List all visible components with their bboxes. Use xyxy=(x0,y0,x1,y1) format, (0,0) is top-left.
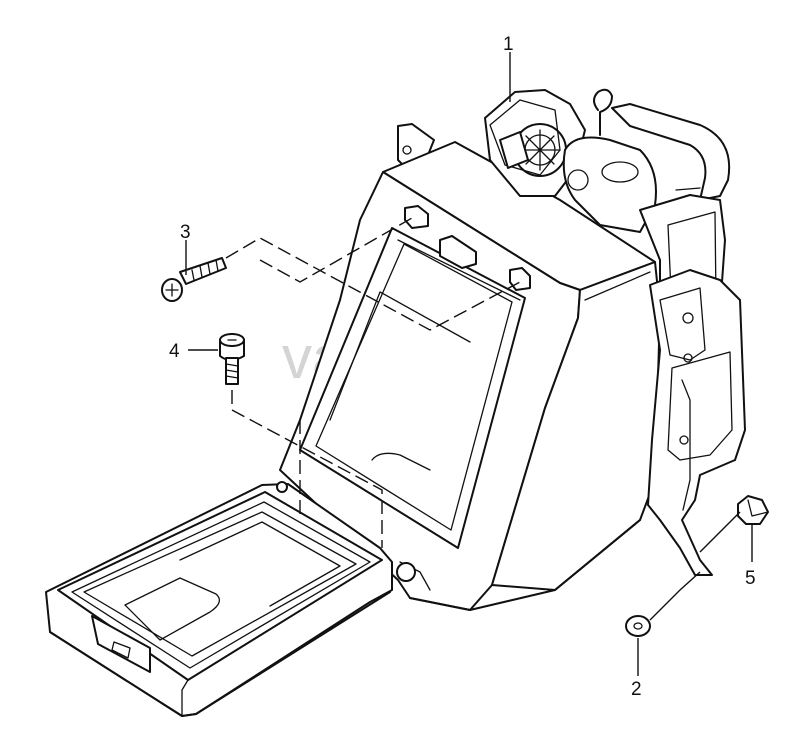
part-4-bolt xyxy=(219,333,245,385)
callout-3: 3 xyxy=(180,222,191,243)
callout-leaders xyxy=(185,52,753,676)
part-3-screw xyxy=(161,257,227,302)
storage-lid xyxy=(45,481,393,717)
part-2-washer xyxy=(625,615,651,637)
callout-5: 5 xyxy=(745,568,756,589)
callout-1: 1 xyxy=(503,34,514,55)
side-bracket xyxy=(647,269,746,576)
part-5-nut xyxy=(737,495,769,525)
callout-2: 2 xyxy=(631,679,642,700)
callout-4: 4 xyxy=(169,341,180,362)
part-1-housing xyxy=(279,123,661,611)
assembly-dashed-lines xyxy=(225,217,741,621)
